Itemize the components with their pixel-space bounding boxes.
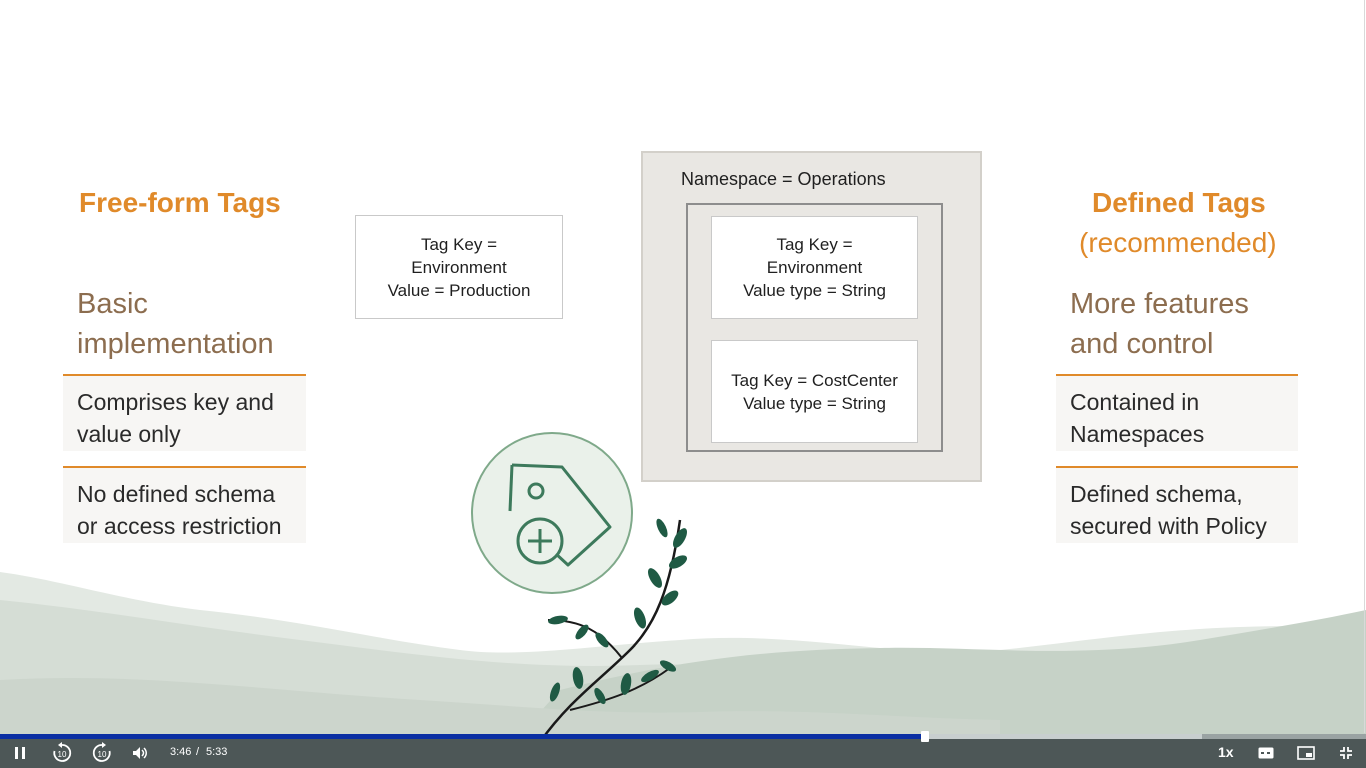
left-card-schema: No defined schema or access restriction: [63, 466, 306, 543]
card-line: Comprises key and: [77, 389, 274, 415]
forward-icon: 10: [92, 742, 111, 762]
captions-icon: [1258, 747, 1274, 759]
tag-line: Value = Production: [387, 280, 531, 300]
card-line: Defined schema,: [1070, 481, 1243, 507]
volume-button[interactable]: [130, 742, 150, 764]
defined-tag-costcenter: Tag Key = CostCenter Value type = String: [711, 340, 918, 443]
progress-handle[interactable]: [920, 731, 929, 742]
progress-played: [0, 734, 925, 739]
forward-seconds: 10: [98, 750, 107, 759]
card-line: Namespaces: [1070, 421, 1205, 447]
playback-rate-button[interactable]: 1x: [1218, 744, 1234, 760]
plant-sprig: [538, 518, 688, 743]
defined-tag-environment: Tag Key = Environment Value type = Strin…: [711, 216, 918, 319]
picture-in-picture-button[interactable]: [1295, 742, 1317, 764]
exit-fullscreen-button[interactable]: [1336, 742, 1356, 764]
namespace-label: Namespace = Operations: [681, 169, 886, 189]
right-card-policy: Defined schema, secured with Policy: [1056, 466, 1298, 543]
duration: 5:33: [206, 746, 228, 758]
tag-line: Value type = String: [743, 281, 886, 300]
free-form-tags-title: Free-form Tags: [79, 187, 281, 218]
rewind-seconds: 10: [58, 750, 67, 759]
landscape-background: [0, 572, 1366, 734]
heading-line: and control: [1070, 328, 1214, 360]
card-line: secured with Policy: [1070, 513, 1267, 539]
heading-line: implementation: [77, 328, 274, 360]
captions-button[interactable]: [1256, 742, 1276, 764]
exit-fullscreen-icon: [1340, 747, 1352, 759]
tag-line: Environment: [766, 258, 863, 277]
card-line: or access restriction: [77, 513, 282, 539]
left-card-key-value: Comprises key and value only: [63, 374, 306, 451]
right-card-namespaces: Contained in Namespaces: [1056, 374, 1298, 451]
defined-tags-title: Defined Tags: [1092, 187, 1266, 218]
recommended-subtitle: (recommended): [1079, 227, 1277, 258]
tag-line: Value type = String: [743, 393, 886, 413]
basic-implementation-heading: Basic implementation: [77, 284, 274, 364]
tag-add-icon: [471, 432, 633, 594]
heading-line: More features: [1070, 288, 1249, 320]
rewind-icon: 10: [53, 742, 72, 762]
heading-line: Basic: [77, 288, 148, 320]
namespace-inner-box: [686, 203, 943, 452]
player-control-bar: [0, 734, 1366, 768]
current-time: 3:46: [170, 746, 192, 758]
tag-line: Tag Key =: [776, 235, 853, 254]
freeform-tag-box: Tag Key = Environment Value = Production: [355, 215, 563, 319]
tag-line: Tag Key =: [420, 234, 498, 254]
tag-line: Tag Key = CostCenter: [731, 370, 898, 390]
video-slide: [0, 0, 1366, 734]
more-features-heading: More features and control: [1070, 284, 1249, 364]
rewind-10-button[interactable]: 10: [50, 742, 74, 764]
pause-button[interactable]: [10, 742, 30, 764]
card-line: No defined schema: [77, 481, 276, 507]
forward-10-button[interactable]: 10: [90, 742, 114, 764]
time-separator: /: [196, 746, 200, 758]
card-line: value only: [77, 421, 181, 447]
pause-icon: [15, 747, 25, 759]
volume-icon: [133, 747, 147, 759]
card-line: Contained in: [1070, 389, 1200, 415]
picture-in-picture-icon: [1297, 746, 1315, 760]
tag-line: Environment: [411, 257, 507, 277]
